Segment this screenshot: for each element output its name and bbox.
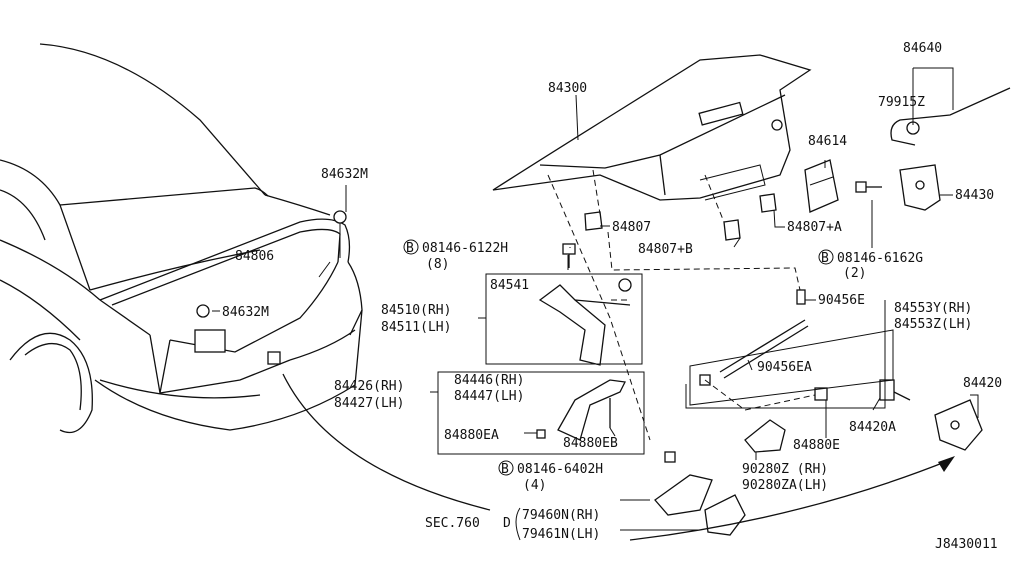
label-84511-lh: 84511(LH): [381, 320, 451, 335]
label-84880E: 84880E: [793, 438, 840, 453]
label-84807: 84807: [612, 220, 651, 235]
label-84420A: 84420A: [849, 420, 896, 435]
bolt-circle-icon: B: [498, 460, 514, 477]
bolt-marker-6162G: B: [821, 251, 829, 266]
bolt-marker-6122H: B: [406, 241, 414, 256]
label-79460N-rh: 79460N(RH): [522, 508, 600, 523]
label-84541: 84541: [490, 278, 529, 293]
label-sec-760: SEC.760: [425, 516, 480, 531]
car-body-drawing: [0, 43, 363, 434]
label-84553Y-rh: 84553Y(RH): [894, 301, 972, 316]
label-bolt-08146-6402H: 08146-6402H: [517, 462, 603, 477]
label-84807-B: 84807+B: [638, 242, 693, 257]
label-84807-A: 84807+A: [787, 220, 842, 235]
trunk-lid-drawing: [492, 54, 812, 201]
label-84806: 84806: [235, 249, 274, 264]
label-90280ZA-lh: 90280ZA(LH): [742, 478, 828, 493]
group-box-damper: [689, 329, 894, 406]
parts-drawing: [536, 87, 1011, 536]
label-84632M-lower: 84632M: [222, 305, 269, 320]
label-bolt-08146-6122H: 08146-6122H: [422, 241, 508, 256]
label-79915Z: 79915Z: [878, 95, 925, 110]
label-brace: [515, 507, 521, 541]
label-84427-lh: 84427(LH): [334, 396, 404, 411]
label-qty-2: (2): [843, 266, 866, 281]
group-box-hinge-84426: [437, 371, 645, 455]
label-84446-rh: 84446(RH): [454, 373, 524, 388]
label-84632M-upper: 84632M: [321, 167, 368, 182]
pointer-arrow-right: [629, 459, 951, 541]
diagram-id: J8430011: [935, 537, 998, 552]
label-90456E: 90456E: [818, 293, 865, 308]
label-qty-8: (8): [426, 257, 449, 272]
label-sec-bracket-letter: D: [503, 516, 511, 531]
bolt-marker-6402H: B: [501, 462, 509, 477]
label-84430: 84430: [955, 188, 994, 203]
label-bolt-08146-6162G: 08146-6162G: [837, 251, 923, 266]
label-84553Z-lh: 84553Z(LH): [894, 317, 972, 332]
label-90456EA: 90456EA: [757, 360, 812, 375]
label-84640: 84640: [903, 41, 942, 56]
label-79461N-lh: 79461N(LH): [522, 527, 600, 542]
label-84300: 84300: [548, 81, 587, 96]
label-84880EA: 84880EA: [444, 428, 499, 443]
label-84447-lh: 84447(LH): [454, 389, 524, 404]
label-84880EB: 84880EB: [563, 436, 618, 451]
arrow-head-icon: [938, 456, 955, 472]
pointer-arrow-left: [282, 373, 491, 511]
leader-lines: [212, 67, 979, 531]
label-84510-rh: 84510(RH): [381, 303, 451, 318]
label-qty-4: (4): [523, 478, 546, 493]
label-84614: 84614: [808, 134, 847, 149]
label-84426-rh: 84426(RH): [334, 379, 404, 394]
bolt-circle-icon: B: [403, 239, 419, 256]
bolt-circle-icon: B: [818, 249, 834, 266]
group-box-hinge-84510: [485, 273, 643, 365]
label-84420: 84420: [963, 376, 1002, 391]
label-90280Z-rh: 90280Z (RH): [742, 462, 828, 477]
